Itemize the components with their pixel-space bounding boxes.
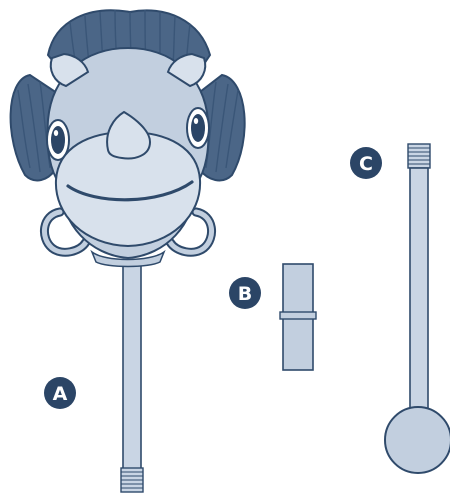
part-c: C [350, 143, 450, 474]
pole-a-icon [120, 261, 144, 493]
label-badge-b: B [229, 277, 261, 309]
label-badge-a: A [44, 377, 76, 409]
label-c: C [359, 153, 373, 175]
part-a: A [9, 9, 246, 493]
part-b: B [229, 263, 317, 371]
label-badge-c: C [350, 147, 382, 179]
pole-c-icon [407, 143, 431, 415]
connector-icon [279, 263, 317, 371]
label-b: B [238, 283, 252, 305]
label-a: A [53, 383, 68, 405]
wheel-icon [384, 406, 450, 474]
dinosaur-head-icon [9, 9, 246, 268]
